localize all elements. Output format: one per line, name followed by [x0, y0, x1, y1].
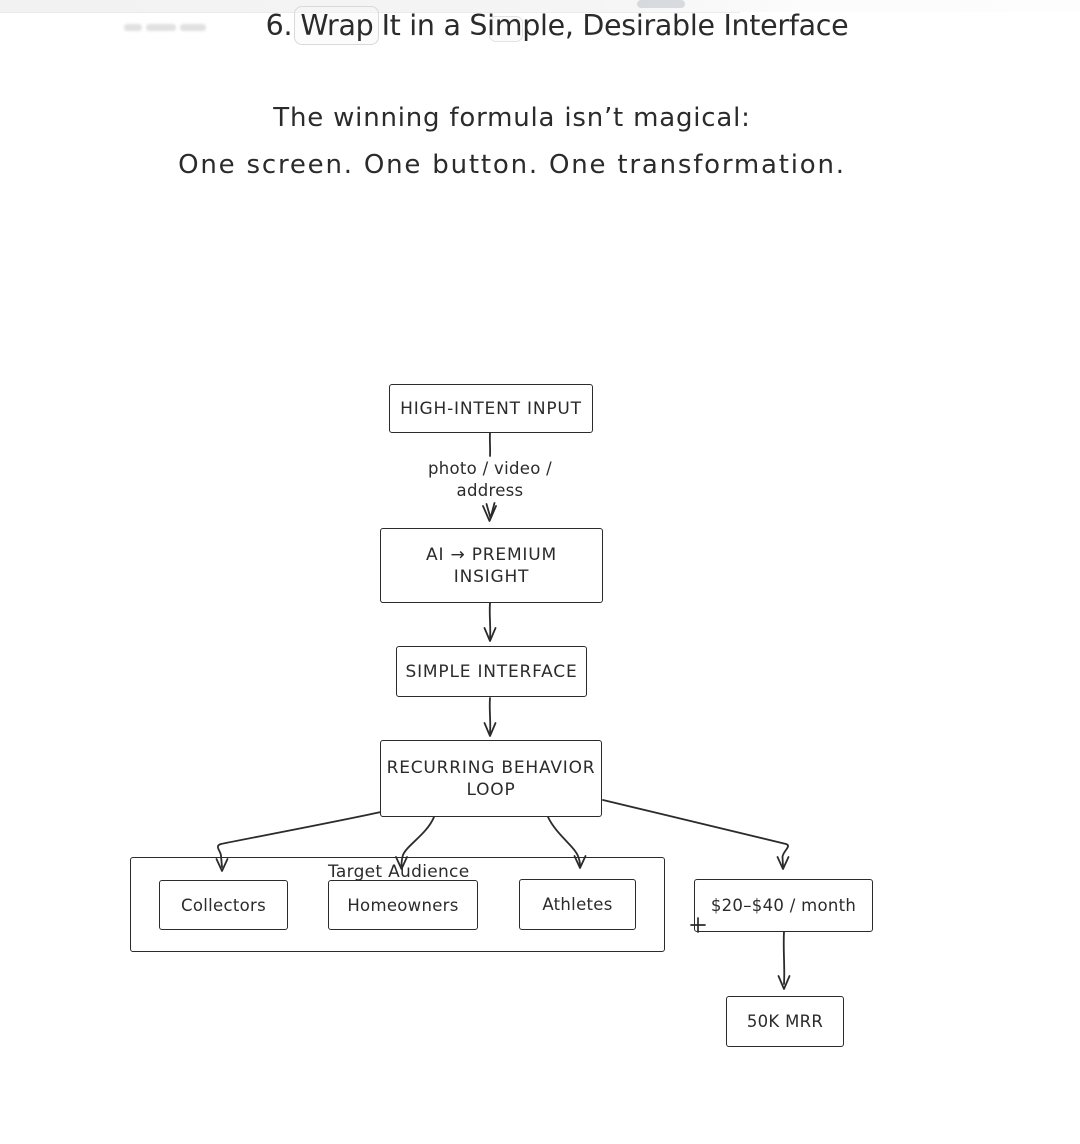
node-simple-interface: SIMPLE INTERFACE — [396, 646, 587, 697]
edge-label-line1: photo / video / — [427, 459, 552, 478]
node-label: $20–$40 / month — [710, 896, 857, 915]
arrowhead — [573, 855, 587, 869]
top-gray-band — [0, 0, 1080, 12]
title-rest: It in a Simple, Desirable Interface — [372, 9, 849, 42]
edge-label-input-types: photo / video / address — [390, 458, 590, 502]
node-recurring-behavior-loop: RECURRING BEHAVIOR LOOP — [380, 740, 602, 817]
arrow-loop-to-price — [602, 799, 789, 867]
arrowhead — [776, 856, 790, 870]
top-hairline — [0, 12, 740, 13]
arrow-highintent-head2 — [485, 502, 496, 519]
arrow-price-to-mrr — [782, 931, 786, 985]
title-prefix: 6. — [265, 9, 302, 42]
node-high-intent-input: HIGH-INTENT INPUT — [389, 384, 593, 433]
page-title: 6. Wrap It in a Simple, Desirable Interf… — [17, 6, 1080, 45]
node-label: LOOP — [466, 779, 516, 800]
arrowhead — [215, 858, 229, 872]
arrowhead — [483, 627, 497, 642]
title-highlighted-word: Wrap — [294, 6, 380, 45]
arrow-loop-to-athletes — [547, 816, 581, 867]
node-label: INSIGHT — [453, 566, 530, 587]
plus-handle-artifact — [690, 917, 706, 933]
node-athletes: Athletes — [519, 879, 636, 930]
arrowhead — [483, 722, 497, 737]
arrow-loop-to-collectors — [217, 811, 382, 868]
node-label: Collectors — [181, 895, 266, 915]
arrowhead — [777, 975, 791, 990]
node-label: 50K MRR — [746, 1012, 824, 1031]
arrow-ai-to-simple — [488, 602, 492, 639]
node-label: Homeowners — [347, 895, 459, 915]
node-ai-premium-insight: AI → PREMIUM INSIGHT — [380, 528, 603, 603]
arrow-simple-to-loop — [488, 697, 492, 734]
node-label: RECURRING BEHAVIOR — [386, 757, 596, 778]
blurred-watermark-artifact — [146, 24, 176, 31]
edge-label-line2: address — [456, 481, 524, 500]
node-collectors: Collectors — [159, 880, 288, 930]
node-label: Athletes — [542, 895, 613, 914]
node-label: AI → PREMIUM — [426, 544, 557, 565]
target-audience-container — [130, 857, 665, 952]
node-label: HIGH-INTENT INPUT — [400, 398, 582, 419]
arrowhead — [395, 856, 408, 870]
target-audience-label: Target Audience — [328, 862, 470, 882]
top-gray-pill-artifact — [637, 0, 685, 8]
arrow-loop-to-homeowners — [400, 816, 435, 867]
blurred-watermark-artifact — [124, 24, 142, 31]
node-homeowners: Homeowners — [328, 880, 478, 930]
ghost-highlight-box-2 — [489, 16, 523, 42]
node-revenue: 50K MRR — [726, 996, 844, 1047]
node-pricing: $20–$40 / month — [694, 879, 873, 932]
node-label: SIMPLE INTERFACE — [405, 661, 578, 682]
subtitle-line-2: One screen. One button. One transformati… — [178, 150, 846, 180]
blurred-watermark-artifact — [180, 24, 206, 31]
subtitle-line-1: The winning formula isn’t magical: — [273, 103, 751, 133]
arrow-highintent-head1 — [482, 505, 497, 522]
